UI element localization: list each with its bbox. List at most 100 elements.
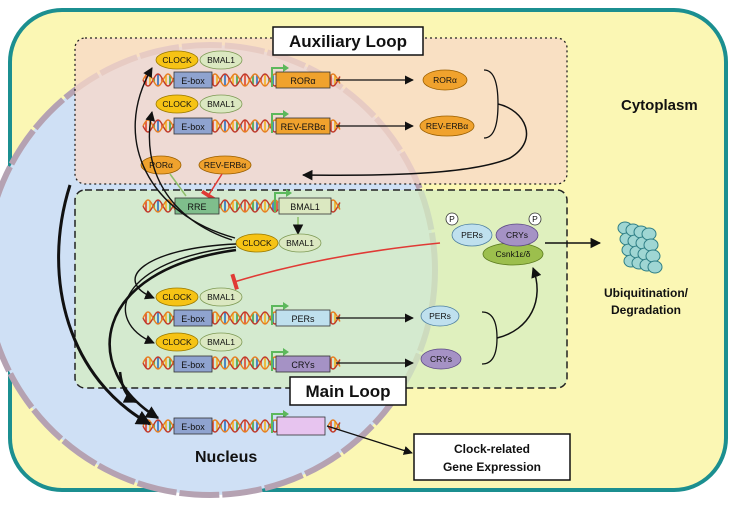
bmal1-feedback-output-c (57, 184, 152, 426)
dna-backbone (209, 356, 279, 370)
ror-protein (422, 69, 468, 91)
crys-protein-label: CRYs (430, 354, 452, 364)
dna-backbone (209, 119, 279, 133)
reverb-protein-label: REV-ERBα (204, 160, 246, 170)
bmal1-label: BMAL1 (207, 337, 235, 347)
clock-label: CLOCK (162, 292, 192, 302)
reverb-protein (419, 115, 475, 137)
bmal1-protein-free (278, 233, 322, 253)
crys-gene-label: CRYs (291, 360, 315, 370)
crys-gene (275, 355, 331, 373)
bmal1-gene-label: BMAL1 (290, 202, 320, 212)
bmal1-protein-main-1 (199, 287, 243, 307)
pers-protein (420, 305, 460, 327)
ebox-element (173, 417, 213, 435)
transcription-start-flag (274, 192, 289, 212)
clock-controlled-gene (276, 416, 326, 436)
main-loop-title: Main Loop (306, 382, 391, 401)
bmal1-feedback-output-b (118, 371, 138, 404)
dna-backbone (209, 419, 279, 433)
bmal1-label: BMAL1 (207, 292, 235, 302)
auxiliary-loop-title-box (272, 26, 424, 56)
dna-backbone (142, 119, 177, 133)
crys-in-complex (495, 223, 539, 247)
ebox-element (173, 117, 213, 135)
phosphate-marker (445, 212, 459, 226)
proteasome-subunit (641, 227, 657, 241)
clock-label: CLOCK (162, 55, 192, 65)
dna-backbone (209, 73, 279, 87)
cytoplasm-label: Cytoplasm (621, 97, 698, 114)
ebox-label: E-box (181, 122, 205, 132)
ror-gene (275, 71, 331, 89)
proteasome-icon (617, 221, 663, 274)
ebox-element (173, 71, 213, 89)
rre-label: RRE (187, 202, 206, 212)
dna-backbone (209, 73, 279, 87)
dna-backbone (209, 419, 279, 433)
dna-backbone (142, 311, 177, 325)
reverb-inhibition-link (201, 173, 223, 202)
dna-backbone (142, 356, 177, 370)
bmal1-gene (278, 197, 332, 215)
ebox-element (173, 355, 213, 373)
dna-backbone (142, 356, 177, 370)
bmal1-protein-aux-2 (199, 94, 243, 114)
crys-protein (420, 348, 462, 370)
nucleus-label: Nucleus (195, 449, 257, 466)
pers-gene-label: PERs (291, 314, 315, 324)
transcription-start-flag (271, 351, 286, 371)
dna-backbone (209, 199, 279, 213)
reverb-protein-nuclear (198, 155, 252, 175)
clock-protein-main-2 (155, 332, 199, 352)
arrow-to-complex (496, 267, 542, 339)
ubiquitination-label: Ubiquitination/ (604, 286, 689, 300)
clock-output-line1: Clock-related (454, 442, 530, 456)
clock-label: CLOCK (242, 238, 272, 248)
transcription-start-flag (271, 305, 286, 325)
phosphate-marker (528, 212, 542, 226)
clock-output-line2: Gene Expression (443, 460, 541, 474)
bmal1-feedback-aux-1 (134, 67, 236, 239)
dna-backbone (142, 199, 177, 213)
dna-strands (142, 73, 341, 433)
clock-label: CLOCK (162, 337, 192, 347)
degradation-label: Degradation (611, 303, 681, 317)
bmal1-label: BMAL1 (207, 55, 235, 65)
rre-element (174, 197, 220, 215)
arrow-aux-return (301, 103, 528, 181)
dna-backbone (209, 199, 279, 213)
proteasome-subunit (643, 238, 659, 252)
phosphate-label: P (532, 214, 538, 224)
ebox-label: E-box (181, 360, 205, 370)
ror-activation-link (169, 173, 187, 197)
ror-protein-label: RORα (149, 160, 173, 170)
csnk-label: Csnk1ε/δ (496, 249, 531, 259)
ebox-label: E-box (181, 422, 205, 432)
pers-gene (275, 309, 331, 327)
clock-output-box (413, 433, 571, 481)
ebox-element (173, 309, 213, 327)
dna-backbone (209, 119, 279, 133)
dna-backbone (209, 311, 279, 325)
transcription-start-flag (271, 67, 286, 87)
ebox-label: E-box (181, 314, 205, 324)
main-loop-title-box (289, 376, 407, 406)
clock-protein-main-1 (155, 287, 199, 307)
ebox-label: E-box (181, 76, 205, 86)
dna-backbone (142, 73, 177, 87)
bmal1-feedback-main-2 (124, 246, 237, 345)
clock-protein-aux-1 (155, 50, 199, 70)
pers-protein-label: PERs (429, 311, 451, 321)
bmal1-feedback-main-1 (134, 243, 237, 300)
per-cry-inhibition (230, 242, 441, 291)
pers-in-complex (451, 223, 493, 247)
arrow-to-output (326, 425, 413, 455)
reverb-protein-label: REV-ERBα (426, 121, 468, 131)
clock-protein-free (235, 233, 279, 253)
dna-backbone (209, 311, 279, 325)
bmal1-protein-aux-1 (199, 50, 243, 70)
reverb-gene-label: REV-ERBα (281, 122, 326, 132)
